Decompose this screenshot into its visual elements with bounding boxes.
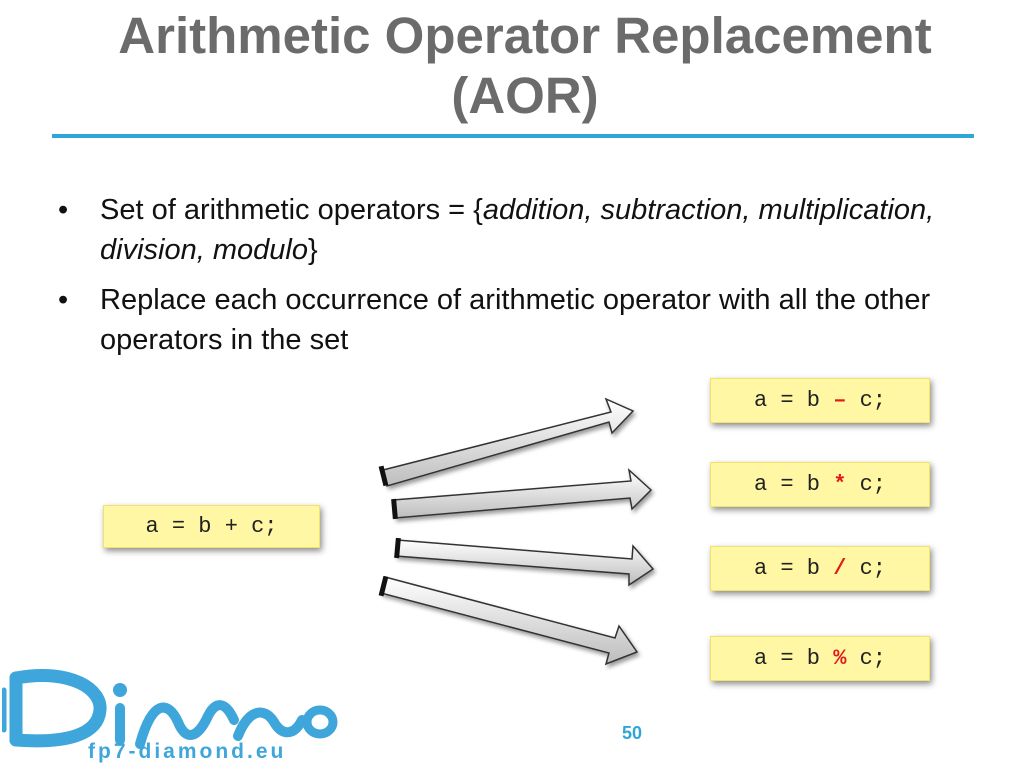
code-after: c;	[846, 646, 887, 671]
arrow-to-division	[395, 539, 655, 587]
code-before: a = b	[753, 556, 834, 581]
arrow-tail-bar	[378, 575, 389, 597]
mutant-note-division: a = b / c;	[710, 546, 930, 591]
mutant-note-modulo: a = b % c;	[710, 636, 930, 681]
page-number: 50	[621, 723, 643, 743]
bullet-marker: •	[58, 284, 69, 316]
arrow-to-modulo	[380, 576, 639, 666]
bullet-text-italic: addition, subtraction, multiplication, d…	[100, 194, 935, 266]
arrow-to-subtraction	[382, 397, 635, 487]
arrow-tail-bar	[378, 465, 389, 487]
mutated-operator: –	[833, 388, 847, 413]
arrow-to-multiplication	[392, 467, 653, 519]
logo-url: fp7-diamond.eu	[88, 740, 286, 763]
mutant-note-subtraction: a = b – c;	[710, 378, 930, 423]
logo-dot-icon	[113, 683, 127, 697]
code-after: c;	[846, 388, 887, 413]
bullet-text-prefix: Set of arithmetic operators = {	[100, 194, 483, 226]
logo-mark-icon	[2, 669, 338, 749]
bullet-item: • Replace each occurrence of arithmetic …	[58, 280, 958, 360]
code-after: c;	[846, 556, 887, 581]
mutant-note-multiplication: a = b * c;	[710, 462, 930, 507]
arrow-tail-bar	[394, 537, 401, 559]
original-statement-note: a = b + c;	[103, 505, 320, 548]
diamond-logo: fp7-diamond.eu	[2, 669, 338, 763]
mutated-operator: *	[833, 472, 847, 497]
bullet-text-suffix: }	[307, 234, 318, 266]
code-before: a = b	[753, 388, 834, 413]
bullet-list: • Set of arithmetic operators = {additio…	[58, 190, 958, 370]
code-after: c;	[846, 472, 887, 497]
code-before: a = b	[753, 646, 834, 671]
slide-title: Arithmetic Operator Replacement (AOR)	[118, 7, 932, 124]
bullet-item: • Set of arithmetic operators = {additio…	[58, 190, 958, 270]
code-before: a = b	[753, 472, 834, 497]
code-original: a = b + c;	[145, 514, 278, 539]
title-underline	[52, 134, 974, 138]
mutated-operator: /	[833, 556, 847, 581]
arrow-tail-bar	[391, 498, 398, 520]
bullet-marker: •	[58, 194, 69, 226]
mutated-operator: %	[833, 646, 847, 671]
bullet-text: Replace each occurrence of arithmetic op…	[100, 284, 931, 356]
